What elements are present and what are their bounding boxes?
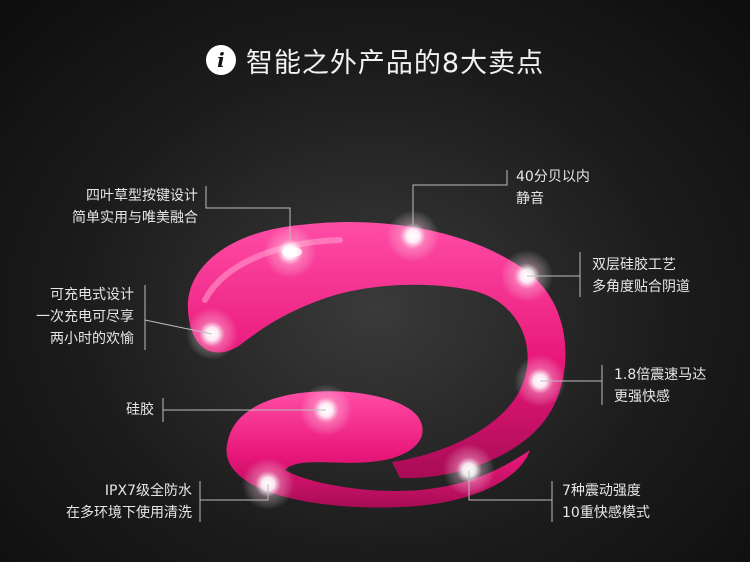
glow-point-quiet [387,210,439,262]
line-charging-h [144,319,213,335]
glow-point-button [264,226,316,278]
callout-charging-line2: 一次充电可尽享 [36,309,134,325]
callout-quiet-line1: 40分贝以内 [516,169,590,185]
callout-waterproof: IPX7级全防水 在多环境下使用清洗 [20,480,192,524]
line-waterproof-h [200,484,269,501]
callout-quiet-line2: 静音 [516,191,544,207]
title-text: 智能之外产品的8大卖点 [245,47,545,79]
line-vibration-modes-h [468,470,552,501]
info-icon: i [205,45,236,75]
callout-button-design-line1: 四叶草型按键设计 [86,188,198,204]
callout-button-design: 四叶草型按键设计 简单实用与唯美融合 [30,185,198,229]
callout-vibration-speed-line2: 更强快感 [614,389,670,405]
product-highlight [202,237,343,303]
line-button [205,186,291,240]
callout-charging-line1: 可充电式设计 [50,287,134,303]
callout-charging-line3: 两小时的欢愉 [50,331,134,347]
callout-charging: 可充电式设计 一次充电可尽享 两小时的欢愉 [20,284,134,350]
product-upper-arm [187,222,566,479]
callout-material: 硅胶 [90,399,154,421]
callout-silicone-process: 双层硅胶工艺 多角度贴合阴道 [592,254,690,298]
callout-vibration-modes-line1: 7种震动强度 [562,483,641,499]
callout-lines [144,170,603,522]
callout-button-design-line2: 简单实用与唯美融合 [72,210,198,226]
callout-material-line1: 硅胶 [126,402,154,418]
line-quiet [412,170,508,225]
callout-waterproof-line2: 在多环境下使用清洗 [66,505,192,521]
callout-vibration-modes-line2: 10重快感模式 [562,505,650,521]
callout-vibration-speed-line1: 1.8倍震速马达 [614,367,707,383]
callout-waterproof-line1: IPX7级全防水 [104,483,192,499]
callout-silicone-process-line2: 多角度贴合阴道 [592,279,690,295]
callout-vibration-speed: 1.8倍震速马达 更强快感 [614,364,706,408]
callout-vibration-modes: 7种震动强度 10重快感模式 [562,480,650,524]
callout-silicone-process-line1: 双层硅胶工艺 [592,257,676,273]
page-title: i 智能之外产品的8大卖点 [0,40,750,80]
callout-quiet: 40分贝以内 静音 [516,166,590,210]
